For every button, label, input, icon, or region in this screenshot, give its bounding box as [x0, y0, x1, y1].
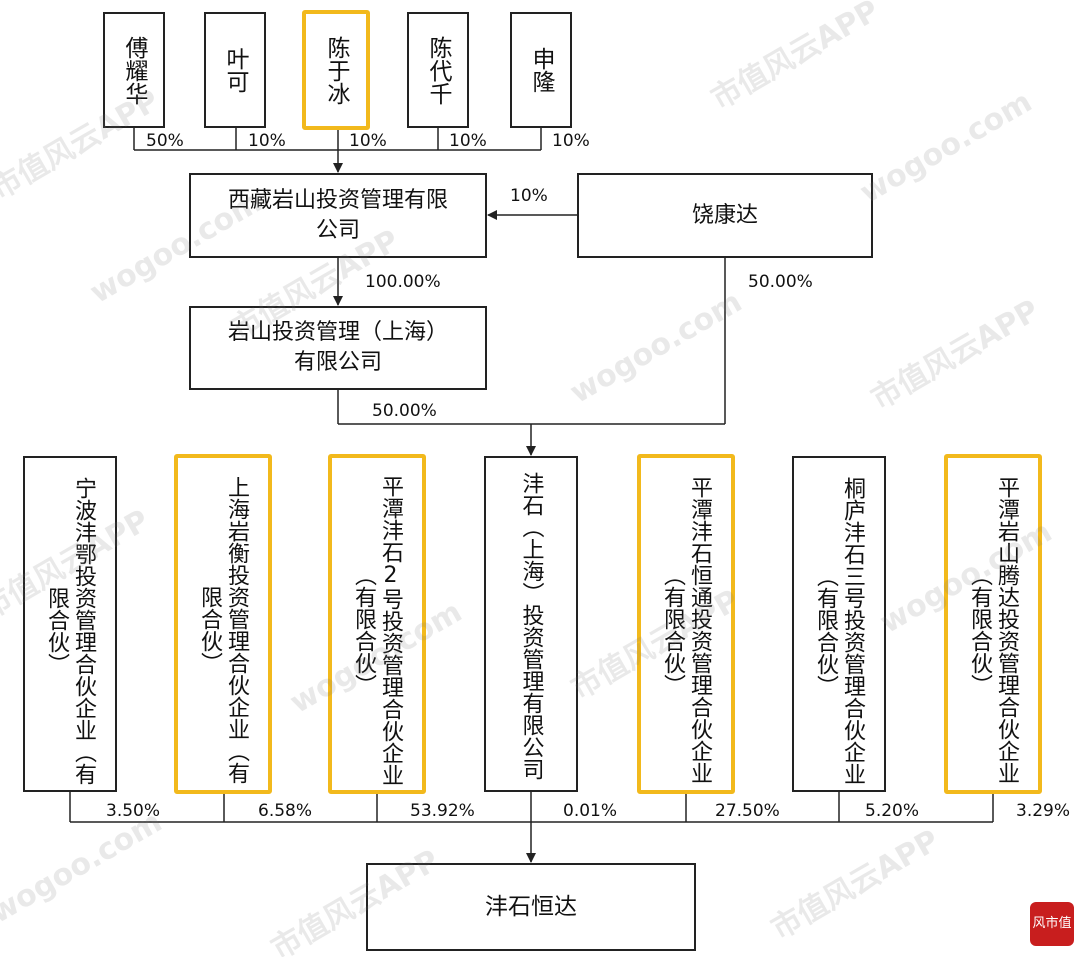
pct-pingtan-2: 53.92%: [410, 801, 475, 821]
person-name: 傅耀华: [121, 35, 147, 105]
pct-shanghai-to-fengshi: 50.00%: [372, 401, 437, 421]
person-name: 陈于冰: [323, 35, 349, 105]
partner-name: 沣石（上海）投资管理有限公司: [518, 472, 544, 780]
pct-tibet-to-shanghai: 100.00%: [365, 272, 441, 292]
partner-box-tonglu: 桐庐沣石三号投资管理合伙企业（有限合伙）: [792, 456, 886, 792]
pct-tonglu: 5.20%: [865, 801, 920, 821]
logo-text: 风市值: [1032, 916, 1072, 931]
person-box-ye-ke: 叶可: [204, 12, 266, 128]
partner-name: 平潭沣石恒通投资管理合伙企业（有限合伙）: [660, 476, 712, 784]
pct-fu-yaohua: 50%: [146, 131, 184, 151]
pct-fengshi-shanghai: 0.01%: [563, 801, 618, 821]
tibet-company-name: 西藏岩山投资管理有限 公司: [227, 187, 448, 243]
person-box-fu-yaohua: 傅耀华: [103, 12, 165, 128]
logo-icon: 风市值: [1030, 902, 1074, 946]
partner-name: 平潭沣石2号投资管理合伙企业（有限合伙）: [351, 474, 403, 786]
person-name: 申隆: [528, 47, 554, 93]
pct-pingtan-tengda: 3.29%: [1016, 801, 1071, 821]
partner-box-pingtan-2: 平潭沣石2号投资管理合伙企业（有限合伙）: [328, 454, 426, 794]
target-company-name: 沣石恒达: [485, 894, 577, 920]
partner-box-pingtan-hengtong: 平潭沣石恒通投资管理合伙企业（有限合伙）: [637, 454, 735, 794]
partner-name: 桐庐沣石三号投资管理合伙企业（有限合伙）: [813, 477, 865, 785]
partner-box-ningbo: 宁波沣鄂投资管理合伙企业（有限合伙）: [23, 456, 117, 792]
partner-name: 平潭岩山腾达投资管理合伙企业（有限合伙）: [967, 476, 1019, 784]
person-name: 叶可: [222, 47, 248, 93]
person-box-chen-yubing: 陈于冰: [302, 10, 370, 130]
pct-chen-daiqian: 10%: [449, 131, 487, 151]
partner-box-pingtan-tengda: 平潭岩山腾达投资管理合伙企业（有限合伙）: [944, 454, 1042, 794]
pct-shanghai-yanheng: 6.58%: [258, 801, 313, 821]
pct-rao-to-tibet: 10%: [510, 186, 548, 206]
pct-pingtan-hengtong: 27.50%: [715, 801, 780, 821]
partner-name: 宁波沣鄂投资管理合伙企业（有限合伙）: [44, 477, 96, 785]
shanghai-company-box: 岩山投资管理（上海） 有限公司: [189, 306, 487, 390]
tibet-company-box: 西藏岩山投资管理有限 公司: [189, 173, 487, 258]
pct-chen-yubing: 10%: [349, 131, 387, 151]
shanghai-company-name: 岩山投资管理（上海） 有限公司: [227, 320, 448, 375]
pct-rao-to-fengshi: 50.00%: [748, 272, 813, 292]
person-name: 陈代千: [425, 35, 451, 105]
partner-box-fengshi-shanghai: 沣石（上海）投资管理有限公司: [484, 456, 578, 792]
rao-kangda-box: 饶康达: [577, 173, 873, 258]
pct-shen-long: 10%: [552, 131, 590, 151]
partner-box-shanghai-yanheng: 上海岩衡投资管理合伙企业（有限合伙）: [174, 454, 272, 794]
person-box-shen-long: 申隆: [510, 12, 572, 128]
pct-ye-ke: 10%: [248, 131, 286, 151]
partner-name: 上海岩衡投资管理合伙企业（有限合伙）: [197, 476, 249, 784]
rao-kangda-name: 饶康达: [691, 202, 758, 228]
person-box-chen-daiqian: 陈代千: [407, 12, 469, 128]
pct-ningbo: 3.50%: [106, 801, 161, 821]
target-company-box: 沣石恒达: [366, 863, 696, 951]
